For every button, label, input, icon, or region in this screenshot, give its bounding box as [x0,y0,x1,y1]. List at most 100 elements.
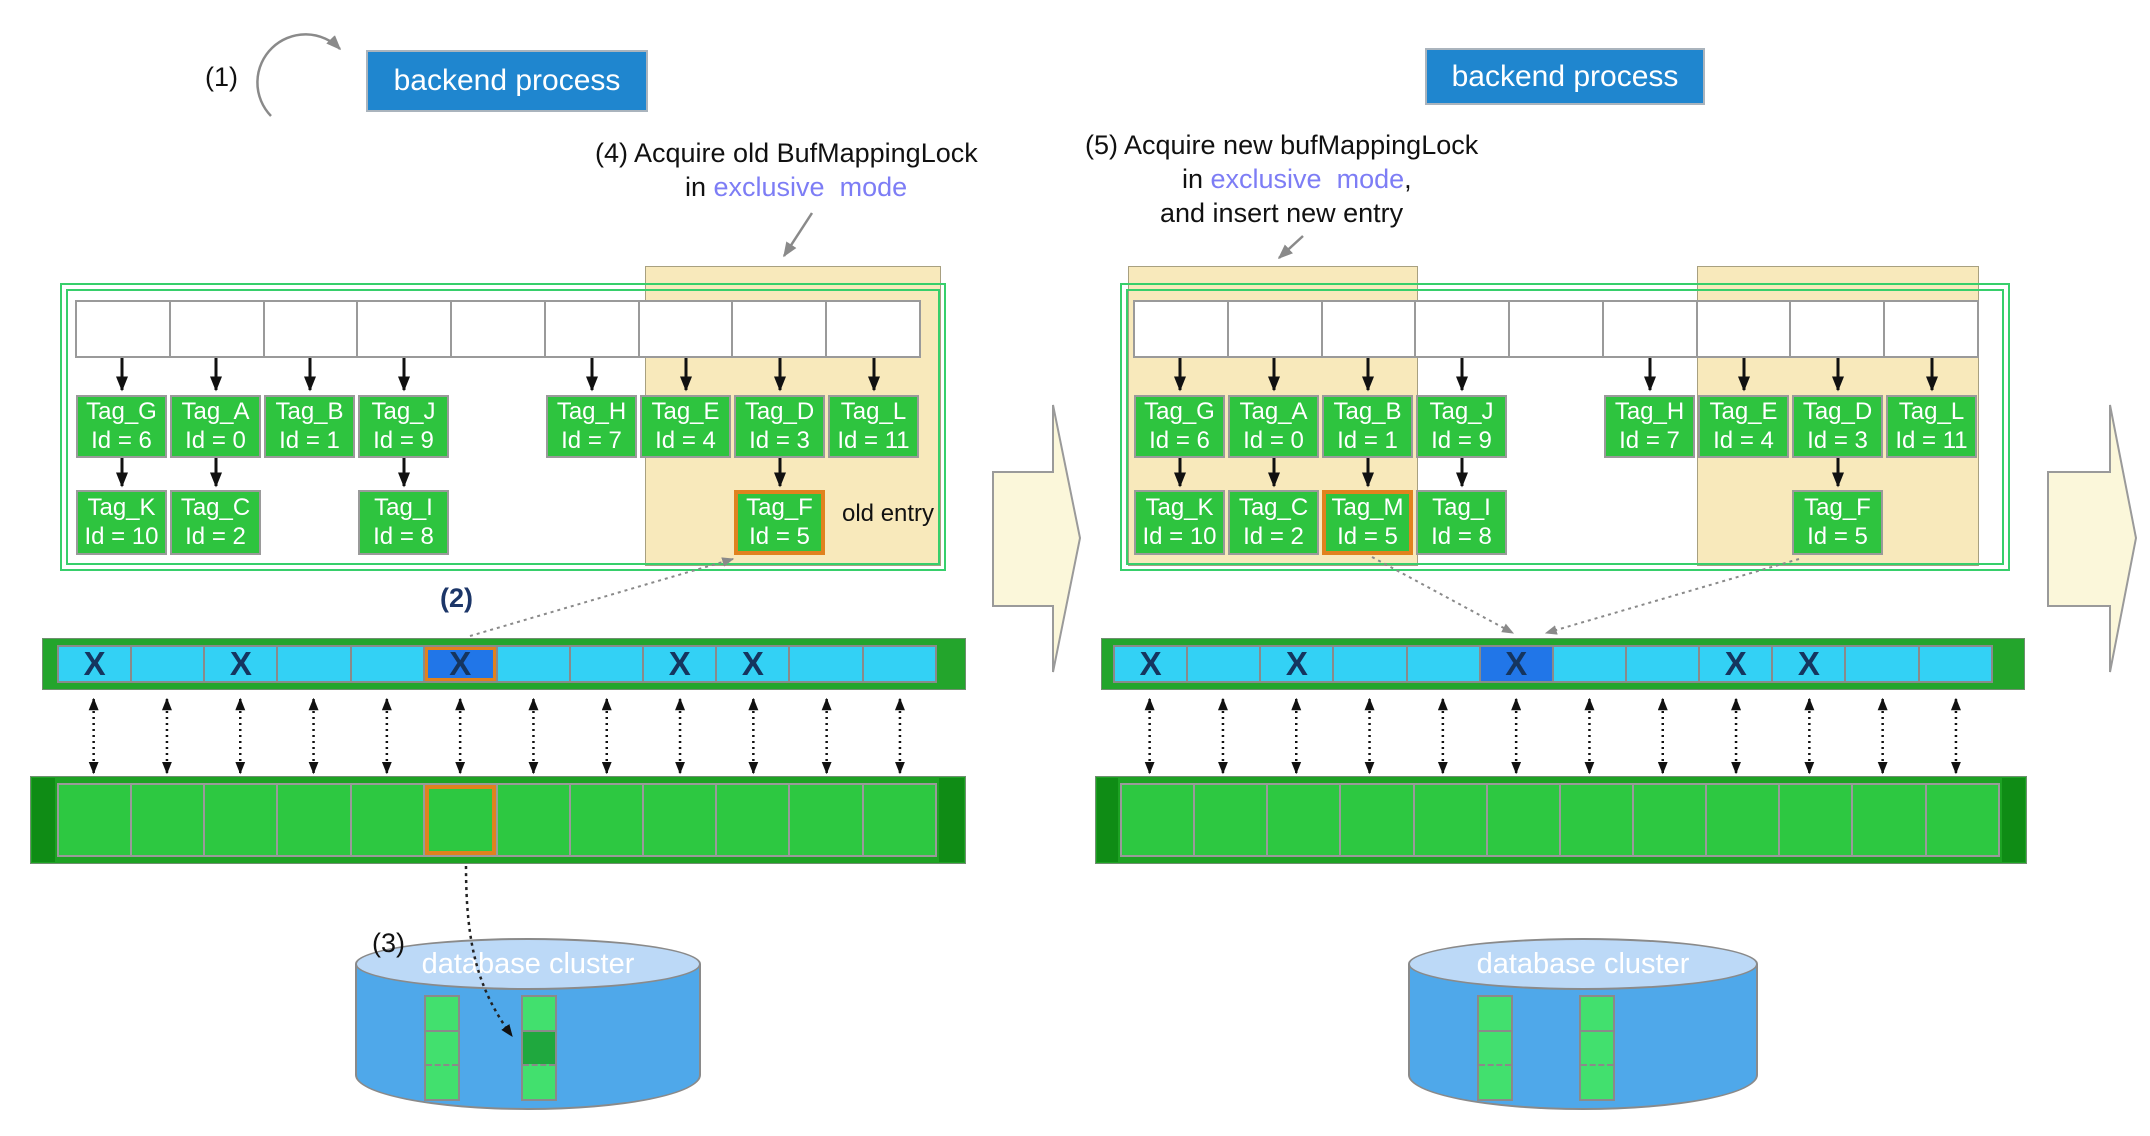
hash-bucket-slot [1601,302,1696,356]
buffer-pool-slot [1558,785,1632,855]
step5-note-line1: (5) Acquire new bufMappingLock [1085,130,1479,160]
tag-id: Id = 4 [1713,426,1774,454]
tag-name: Tag_F [746,493,813,521]
buffer-pool-slot [1412,785,1486,855]
buffer-pool-slot [1705,785,1778,855]
step4-note-line2: in exclusive mode [685,172,908,202]
tag-id: Id = 8 [1431,522,1492,550]
buffer-pool-slot [1193,785,1266,855]
page-block [1479,1029,1511,1065]
tag-id: Id = 2 [1243,522,1304,550]
tag-id: Id = 9 [373,426,434,454]
buffer-pool-slot [1266,785,1339,855]
exclusive-mode-text: exclusive mode [1210,164,1405,194]
tag-name: Tag_B [275,397,344,425]
tag-name: Tag_A [1239,397,1308,425]
buffer-pool-slot [861,785,935,855]
buffer-pool-slot [1485,785,1559,855]
page-block [1479,1064,1511,1100]
step2-label: (2) [440,583,473,613]
step3-label: (3) [372,928,405,958]
buffer-pool-slot [1122,785,1193,855]
tag-name: Tag_F [1804,493,1871,521]
tag-id: Id = 10 [1142,522,1217,550]
tag-name: Tag_H [556,397,627,425]
step4-pointer-arrow [782,212,814,258]
buffer-descriptor-cell [788,647,861,681]
backend-process-box-right: backend process [1425,48,1705,105]
tag-name: Tag_C [180,493,251,521]
buffer-pool-slot [1924,785,1998,855]
page-blocks-column [424,995,460,1101]
tag-name: Tag_B [1333,397,1402,425]
tag-name: Tag_H [1614,397,1685,425]
database-cylinder-top [355,938,701,990]
tag-id: Id = 7 [1619,426,1680,454]
hash-bucket-slot [77,302,169,356]
buffer-descriptor-cell: X [715,645,788,682]
buffer-descriptor-cell [1917,647,1991,681]
hash-bucket-slot [1414,302,1508,356]
page-block [426,997,458,1030]
tag-name: Tag_J [1429,397,1494,425]
hash-bucket-slot [1695,302,1790,356]
buffer-descriptor-cell [1551,647,1625,681]
tag-name: Tag_L [840,397,907,425]
tag-name: Tag_L [1898,397,1965,425]
tag-id: Id = 1 [279,426,340,454]
buffer-pool-slot [788,785,861,855]
buffer-pool-slot [715,785,788,855]
tag-id: Id = 10 [84,522,159,550]
backend-process-label: backend process [1451,59,1679,93]
step5-note-line2: in exclusive mode, [1182,164,1412,194]
tag-id: Id = 8 [373,522,434,550]
exclusive-mode-text: exclusive mode [713,172,908,202]
victim-descriptor-cell: X [422,645,496,682]
hash-bucket-slots [75,300,921,358]
buffer-pool-slot [349,785,423,855]
tag-name: Tag_A [181,397,250,425]
target-page-block [523,1029,555,1065]
buffer-pool-cells [57,783,937,857]
buffer-descriptor-cell [861,647,935,681]
backend-process-box-left: backend process [366,50,648,112]
tag-id: Id = 5 [749,522,810,550]
hash-bucket-slot [1320,302,1415,356]
tag-id: Id = 11 [1895,426,1968,454]
hash-bucket-slot [1226,302,1321,356]
hash-bucket-slot [1883,302,1977,356]
buffer-descriptor-cell: X [83,645,106,682]
flow-arrow-right [2047,404,2138,673]
buffer-descriptor-cell [1624,647,1698,681]
hash-bucket-slot [168,302,263,356]
page-block [1479,997,1511,1030]
database-cluster-label: database cluster [421,948,635,980]
tag-id: Id = 6 [1149,426,1210,454]
step5-note-line3: and insert new entry [1160,198,1404,228]
buffer-pool-slot [276,785,349,855]
page-block [523,1064,555,1100]
tag-id: Id = 7 [561,426,622,454]
victim-pool-slot [422,785,496,855]
buffer-descriptor-cell [1405,647,1479,681]
buffer-pool-end-pad [938,778,964,862]
buffer-pool-slot [203,785,276,855]
buffer-descriptor-cell [130,647,203,681]
hash-bucket-slot [1789,302,1883,356]
tag-name: Tag_D [1802,397,1873,425]
buffer-descriptor-cell: X [1139,645,1162,682]
